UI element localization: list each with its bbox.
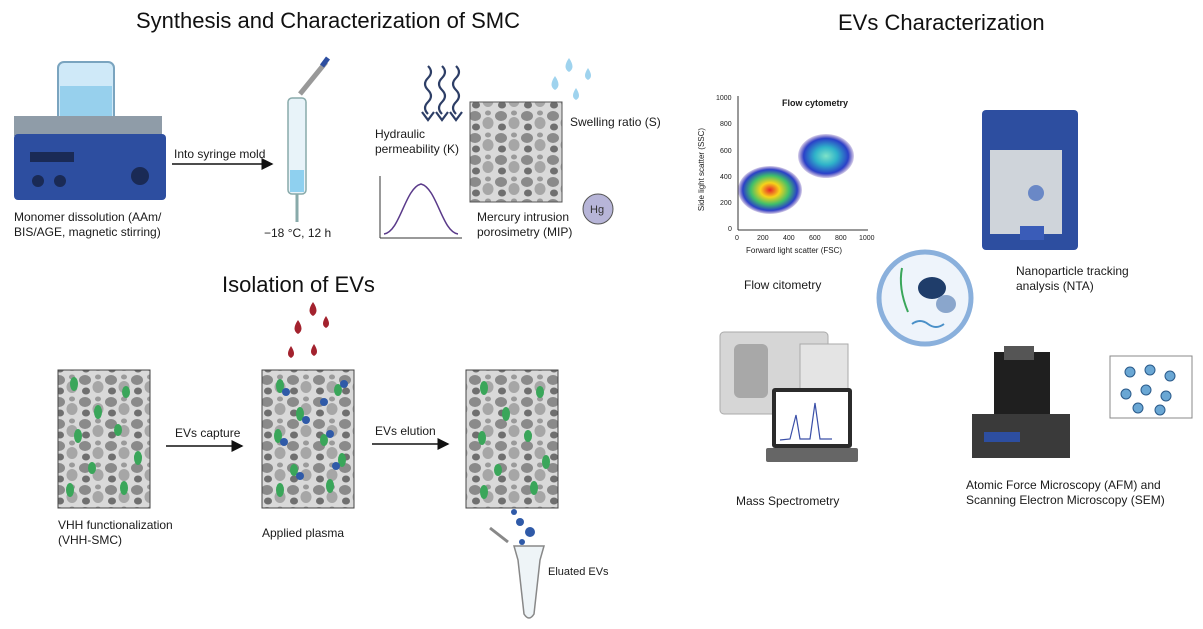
eluted-ev-dots (511, 509, 535, 545)
flow-y-tick-5: 1000 (716, 95, 732, 102)
eppendorf-tube-icon (489, 526, 545, 619)
mip-label: Mercury intrusion porosimetry (MIP) (477, 210, 573, 239)
flow-y-tick-2: 400 (720, 174, 732, 181)
cryogel-pore-image (469, 101, 563, 203)
vhh-markers (66, 377, 142, 497)
swelling-ratio-label: Swelling ratio (S) (570, 115, 661, 129)
captured-ev-markers (274, 379, 348, 497)
ev-capture-label: EVs capture (175, 426, 241, 440)
synthesis-section-title: Synthesis and Characterization of SMC (136, 8, 520, 33)
vhh-markers-after-elution (478, 381, 550, 499)
biomolecules-icon (876, 249, 974, 347)
monomer-dissolution-label: Monomer dissolution (AAm/ BIS/AGE, magne… (14, 210, 162, 239)
mass-spectrometry-label: Mass Spectrometry (736, 494, 840, 508)
flow-population-1 (738, 166, 802, 214)
flow-x-tick-0: 0 (735, 235, 739, 242)
blood-drops-icon (288, 302, 329, 358)
flow-x-tick-4: 800 (835, 235, 847, 242)
ev-characterization-section-title: EVs Characterization (838, 10, 1045, 35)
flow-x-tick-2: 400 (783, 235, 795, 242)
flow-y-tick-4: 800 (720, 121, 732, 128)
sem-vesicles (1120, 364, 1176, 416)
flow-arrows-icon (421, 65, 463, 122)
syringe-mold-arrow-label: Into syringe mold (174, 147, 266, 161)
nta-instrument-icon (982, 110, 1078, 250)
magnetic-stirrer-icon (14, 61, 166, 200)
flow-x-tick-3: 600 (809, 235, 821, 242)
flow-x-tick-1: 200 (757, 235, 769, 242)
vhh-functionalization-label: VHH functionalization (VHH-SMC) (58, 518, 173, 547)
flow-y-tick-0: 0 (728, 226, 732, 233)
syringe-mold-icon (287, 56, 330, 222)
mercury-icon (582, 193, 614, 225)
mercury-symbol: Hg (590, 204, 605, 216)
pore-size-distribution-plot (379, 176, 462, 239)
flow-population-2 (798, 134, 854, 178)
flow-plot-x-label: Forward light scatter (FSC) (746, 246, 843, 255)
isolation-section-title: Isolation of EVs (222, 272, 375, 297)
ev-elution-label: EVs elution (375, 424, 436, 438)
flow-y-tick-1: 200 (720, 200, 732, 207)
afm-instrument-icon (972, 346, 1070, 458)
flow-citometry-label: Flow citometry (744, 278, 822, 292)
flow-plot-y-label: Side light scatter (SSC) (697, 127, 707, 212)
afm-sem-label: Atomic Force Microscopy (AFM) and Scanni… (966, 478, 1165, 507)
water-droplets-icon (551, 58, 591, 100)
flow-cytometry-plot (737, 96, 868, 231)
flow-plot-title: Flow cytometry (782, 98, 849, 108)
eluated-evs-label: Eluated EVs (548, 566, 609, 578)
freezing-condition-label: −18 °C, 12 h (264, 226, 332, 240)
nta-label: Nanoparticle tracking analysis (NTA) (1016, 264, 1129, 293)
applied-plasma-label: Applied plasma (262, 526, 345, 540)
flow-x-tick-5: 1000 (859, 235, 875, 242)
laptop-spectrum-icon (766, 388, 858, 462)
hydraulic-permeability-label: Hydraulic permeability (K) (375, 127, 460, 156)
flow-y-tick-3: 600 (720, 148, 732, 155)
vhh-smc-block (57, 369, 151, 509)
